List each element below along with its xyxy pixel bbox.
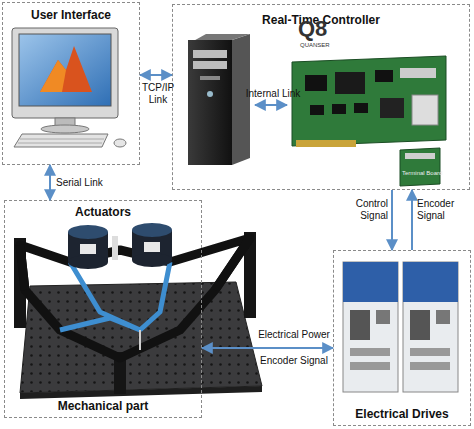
parallel-robot-illustration	[14, 223, 262, 399]
pc-tower-illustration	[188, 34, 250, 165]
dashed-group-box: ActuatorsMechanical part	[4, 200, 202, 418]
monitor-illustration	[12, 28, 126, 147]
connector-arrow	[202, 347, 333, 349]
connector-label: Encoder Signal	[417, 198, 467, 222]
dashed-group-box: User Interface	[2, 2, 140, 165]
text-label: Internal Link	[243, 88, 303, 100]
group-title: Mechanical part	[5, 399, 201, 413]
group-title: Electrical Drives	[334, 407, 470, 421]
connector-arrow	[411, 190, 413, 250]
servo-drive-illustration	[343, 262, 458, 392]
connector-arrow	[391, 190, 393, 250]
connector-label: Electrical Power Encoder Signal	[254, 322, 334, 374]
text-label: Terminal Board	[402, 170, 442, 177]
internal-link-arrow	[255, 104, 287, 106]
connector-label: Serial Link	[56, 177, 126, 189]
group-title: User Interface	[3, 8, 139, 22]
connector-arrow	[140, 74, 172, 76]
connector-label: Control Signal	[338, 198, 388, 222]
connector-arrow	[49, 165, 51, 200]
dashed-group-box: Electrical Drives	[333, 250, 471, 426]
text-label: QUANSER	[300, 42, 340, 49]
q8-board-illustration	[292, 56, 446, 186]
text-label: Q8	[298, 16, 348, 41]
group-title: Actuators	[5, 205, 201, 219]
connector-label: TCP/IP Link	[140, 82, 176, 106]
